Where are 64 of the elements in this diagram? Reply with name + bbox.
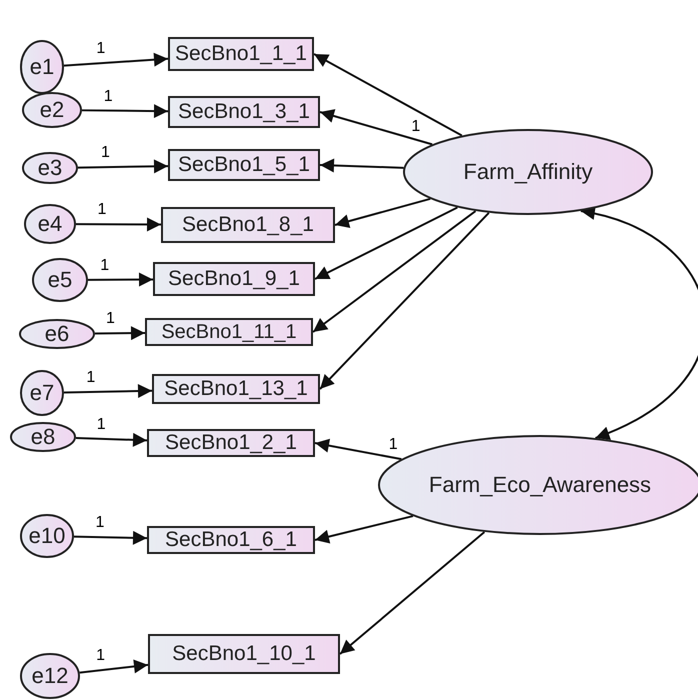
variable-name: SecBno1_2_1 (165, 431, 297, 455)
variable-name: SecBno1_11_1 (161, 320, 297, 344)
error-ellipse (22, 92, 82, 128)
arrow (320, 158, 404, 172)
arrow (88, 272, 153, 287)
error-ellipse (20, 514, 74, 558)
variable-box (148, 634, 340, 674)
arrow (580, 207, 698, 439)
error-ellipse (20, 40, 64, 94)
variable-box (145, 318, 313, 346)
error-ellipse (19, 319, 95, 349)
arrow (314, 515, 414, 544)
error-ellipse (20, 653, 80, 699)
variable-box (168, 149, 320, 181)
variable-name: Farm_Eco_Awareness (428, 472, 652, 498)
arrow (76, 218, 161, 232)
variable-box (152, 374, 320, 404)
variable-name: SecBno1_10_1 (172, 642, 316, 666)
error-ellipse (22, 152, 78, 184)
arrow (319, 212, 490, 390)
arrow (339, 531, 486, 655)
variable-name: SecBno1_3_1 (178, 100, 310, 124)
error-ellipse (32, 258, 88, 302)
variable-name: SecBno1_13_1 (164, 377, 308, 401)
variable-box (147, 526, 315, 554)
variable-name: SecBno1_9_1 (168, 267, 300, 291)
variable-box (153, 262, 315, 296)
variable-name: SecBno1_8_1 (182, 213, 314, 237)
variable-box (168, 37, 314, 71)
variable-name: e7 (30, 380, 54, 406)
arrow (80, 660, 148, 674)
arrow (82, 104, 168, 118)
variable-name: e10 (28, 523, 66, 549)
arrow (78, 159, 168, 174)
variable-name: e6 (44, 321, 70, 347)
variable-name: e2 (40, 97, 64, 123)
arrow (74, 530, 148, 545)
error-ellipse (10, 422, 76, 452)
variable-name: e3 (38, 155, 62, 181)
variable-name: e8 (30, 424, 56, 450)
variable-name: e5 (48, 267, 72, 293)
arrow (334, 198, 431, 228)
variable-name: e1 (30, 54, 54, 80)
error-ellipse (20, 370, 64, 416)
variable-name: SecBno1_1_1 (175, 42, 307, 66)
arrow (94, 326, 146, 340)
variable-name: e12 (32, 663, 68, 689)
error-ellipse (24, 204, 76, 244)
arrow (314, 438, 402, 460)
arrow (320, 109, 432, 146)
variable-box (161, 207, 335, 243)
variable-name: Farm_Affinity (463, 159, 593, 185)
variable-box (147, 429, 315, 457)
latent-ellipse (403, 129, 653, 215)
variable-name: e4 (38, 211, 62, 237)
variable-box (168, 96, 320, 128)
variable-name: SecBno1_5_1 (178, 153, 310, 177)
arrow (312, 210, 476, 333)
variable-name: SecBno1_6_1 (165, 528, 297, 552)
arrow (314, 53, 462, 136)
arrow (64, 384, 152, 398)
arrow (314, 206, 458, 280)
arrow (64, 52, 168, 67)
arrow (76, 432, 148, 447)
